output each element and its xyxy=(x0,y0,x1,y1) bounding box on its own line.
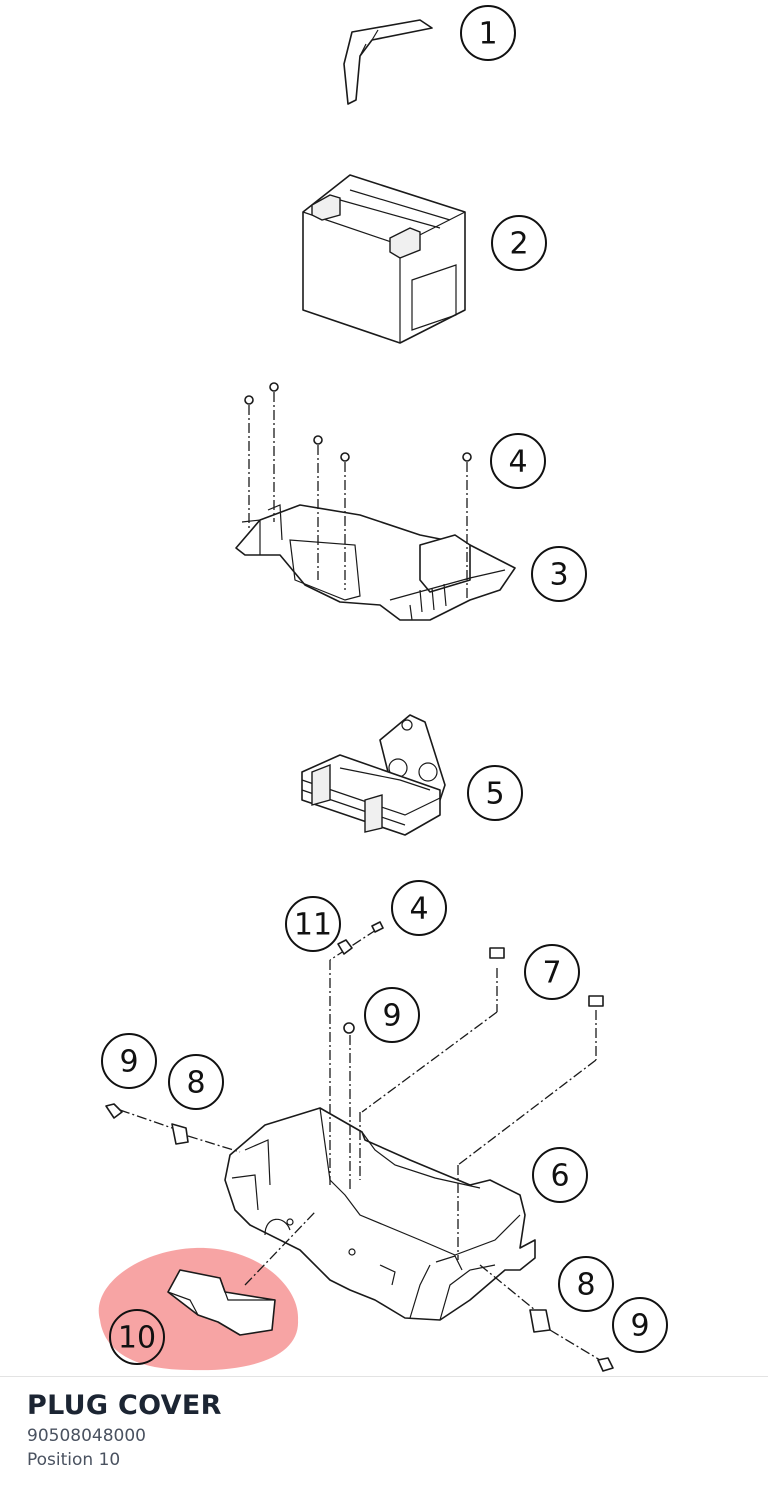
svg-text:3: 3 xyxy=(549,558,568,593)
part-8-clip-right[interactable] xyxy=(479,1264,601,1361)
callout-9-right[interactable]: 9 xyxy=(612,1297,668,1353)
svg-text:7: 7 xyxy=(542,956,561,991)
callout-4-lower[interactable]: 4 xyxy=(391,880,447,936)
part-7-screw-right[interactable] xyxy=(457,995,604,1260)
callout-3[interactable]: 3 xyxy=(531,546,587,602)
part-title: PLUG COVER xyxy=(27,1390,222,1421)
svg-text:6: 6 xyxy=(550,1159,569,1194)
part-2-battery[interactable] xyxy=(302,174,466,344)
part-5-regulator[interactable] xyxy=(301,714,446,836)
part-1-bracket[interactable] xyxy=(343,19,433,105)
part-9-screw-center[interactable] xyxy=(343,1022,355,1190)
svg-text:9: 9 xyxy=(119,1045,138,1080)
part-9-screw-right[interactable] xyxy=(597,1357,614,1372)
svg-text:8: 8 xyxy=(186,1066,205,1101)
part-3-battery-tray[interactable] xyxy=(235,504,516,621)
svg-text:11: 11 xyxy=(294,908,332,943)
svg-text:1: 1 xyxy=(478,17,497,52)
callout-6[interactable]: 6 xyxy=(532,1147,588,1203)
part-9-screw-left[interactable] xyxy=(105,1103,241,1153)
callout-4-upper[interactable]: 4 xyxy=(490,433,546,489)
part-11-nut[interactable] xyxy=(337,939,353,955)
svg-text:2: 2 xyxy=(509,227,528,262)
svg-text:4: 4 xyxy=(508,445,527,480)
svg-text:5: 5 xyxy=(485,777,504,812)
divider xyxy=(0,1376,768,1377)
part-4-screw-lower[interactable] xyxy=(329,921,384,1185)
part-position: Position 10 xyxy=(27,1450,121,1470)
callout-8-left[interactable]: 8 xyxy=(168,1054,224,1110)
callout-9-left[interactable]: 9 xyxy=(101,1033,157,1089)
callout-7[interactable]: 7 xyxy=(524,944,580,1000)
exploded-parts-diagram: 1 2 4 3 5 4 11 7 9 9 8 6 xyxy=(98,5,668,1372)
callout-2[interactable]: 2 xyxy=(491,215,547,271)
part-number: 90508048000 xyxy=(27,1426,146,1446)
callout-11[interactable]: 11 xyxy=(285,896,341,952)
svg-text:4: 4 xyxy=(409,892,428,927)
part-info-panel: PLUG COVER 90508048000 Position 10 xyxy=(27,1388,222,1472)
svg-text:10: 10 xyxy=(118,1321,156,1356)
callout-10[interactable]: 10 xyxy=(109,1309,165,1365)
callout-5[interactable]: 5 xyxy=(467,765,523,821)
part-8-clip-left[interactable] xyxy=(171,1123,189,1145)
part-7-screw[interactable] xyxy=(359,947,505,1180)
svg-text:8: 8 xyxy=(576,1268,595,1303)
callout-1[interactable]: 1 xyxy=(460,5,516,61)
svg-text:9: 9 xyxy=(382,999,401,1034)
svg-text:9: 9 xyxy=(630,1309,649,1344)
callout-9-center[interactable]: 9 xyxy=(364,987,420,1043)
callout-8-right[interactable]: 8 xyxy=(558,1256,614,1312)
part-6-lower-housing[interactable] xyxy=(224,1107,536,1321)
part-4-screws-upper[interactable] xyxy=(244,382,472,600)
part-10-plug-cover[interactable] xyxy=(167,1211,316,1336)
